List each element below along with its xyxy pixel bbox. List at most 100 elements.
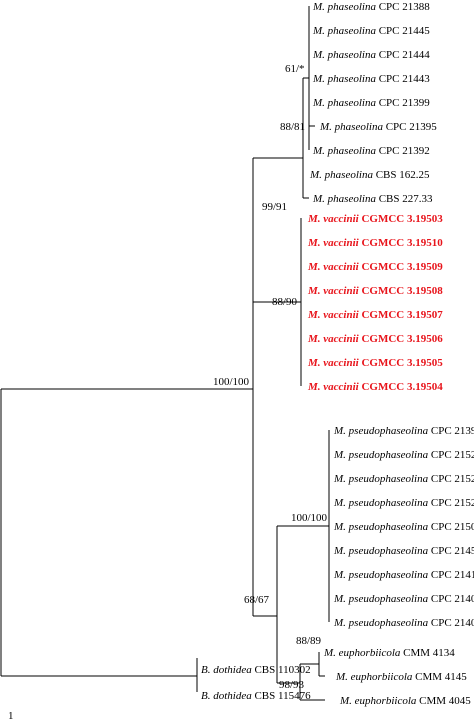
taxon-species: M. pseudophaseolina [333, 425, 429, 437]
taxon-species: M. phaseolina [312, 73, 376, 85]
taxon-strain: CPC 21444 [376, 49, 430, 61]
taxon-species: M. phaseolina [319, 121, 383, 133]
taxon-label-t11: M. vaccinii CGMCC 3.19510 [307, 237, 443, 249]
taxon-label-t22: M. pseudophaseolina CPC 21501 [333, 521, 474, 533]
taxon-label-t7: M. phaseolina CPC 21392 [312, 145, 430, 157]
taxon-label-t21: M. pseudophaseolina CPC 21524 [333, 497, 474, 509]
taxon-strain: CPC 21395 [383, 121, 437, 133]
taxon-strain: CPC 21403 [428, 593, 474, 605]
support-value-s_lower68: 68/67 [244, 594, 270, 606]
taxon-species: B. dothidea [201, 690, 252, 702]
taxon-label-t19: M. pseudophaseolina CPC 21528 [333, 449, 474, 461]
taxon-label-t3: M. phaseolina CPC 21444 [312, 49, 430, 61]
taxon-species: M. euphorbiicola [335, 671, 413, 683]
taxon-label-t18: M. pseudophaseolina CPC 21394 [333, 425, 474, 437]
taxon-label-t16: M. vaccinii CGMCC 3.19505 [307, 357, 443, 369]
taxon-strain: CMM 4134 [400, 647, 455, 659]
taxon-label-t27: M. euphorbiicola CMM 4134 [323, 647, 455, 659]
taxon-label-t8: M. phaseolina CBS 162.25 [309, 169, 430, 181]
taxon-label-t30: B. dothidea CBS 110302 [201, 664, 311, 676]
taxon-label-t20: M. pseudophaseolina CPC 21527 [333, 473, 474, 485]
taxon-strain: CGMCC 3.19509 [359, 261, 444, 273]
taxon-species: M. vaccinii [307, 333, 360, 345]
taxon-species: M. euphorbiicola [339, 695, 417, 707]
taxon-strain: CGMCC 3.19510 [359, 237, 444, 249]
taxon-species: M. pseudophaseolina [333, 569, 429, 581]
tree-branches [0, 6, 330, 701]
taxon-species: M. vaccinii [307, 357, 360, 369]
taxon-species: B. dothidea [201, 664, 252, 676]
taxon-label-t4: M. phaseolina CPC 21443 [312, 73, 430, 85]
taxon-strain: CBS 162.25 [373, 169, 430, 181]
taxon-label-t6: M. phaseolina CPC 21395 [319, 121, 437, 133]
taxon-strain: CPC 21443 [376, 73, 430, 85]
support-value-s_pseudo: 100/100 [291, 512, 328, 524]
taxon-label-t9: M. phaseolina CBS 227.33 [312, 193, 433, 205]
taxon-species: M. pseudophaseolina [333, 593, 429, 605]
taxon-strain: CMM 4045 [416, 695, 471, 707]
taxon-label-t14: M. vaccinii CGMCC 3.19507 [307, 309, 443, 321]
taxon-strain: CGMCC 3.19503 [359, 213, 444, 225]
taxon-species: M. vaccinii [307, 285, 360, 297]
taxon-species: M. vaccinii [307, 261, 360, 273]
taxon-strain: CBS 110302 [252, 664, 311, 676]
taxon-species: M. vaccinii [307, 381, 360, 393]
taxon-species: M. vaccinii [307, 213, 360, 225]
taxon-species: M. phaseolina [312, 193, 376, 205]
taxon-label-t28: M. euphorbiicola CMM 4145 [335, 671, 467, 683]
taxon-strain: CBS 227.33 [376, 193, 433, 205]
taxon-strain: CPC 21445 [376, 25, 430, 37]
taxon-species: M. pseudophaseolina [333, 449, 429, 461]
taxon-label-t31: B. dothidea CBS 115476 [201, 690, 311, 702]
taxon-species: M. vaccinii [307, 237, 360, 249]
taxon-species: M. pseudophaseolina [333, 473, 429, 485]
taxon-label-t17: M. vaccinii CGMCC 3.19504 [307, 381, 443, 393]
taxon-strain: CPC 21524 [428, 497, 474, 509]
support-value-s_euph88: 88/89 [296, 635, 322, 647]
taxon-species: M. pseudophaseolina [333, 617, 429, 629]
scale-label: 1 [8, 710, 14, 722]
taxon-strain: CGMCC 3.19507 [359, 309, 444, 321]
taxon-label-t15: M. vaccinii CGMCC 3.19506 [307, 333, 443, 345]
taxon-species: M. vaccinii [307, 309, 360, 321]
taxon-strain: CPC 21528 [428, 449, 474, 461]
taxon-species: M. pseudophaseolina [333, 545, 429, 557]
taxon-strain: CPC 21459 [428, 545, 474, 557]
taxon-label-t29: M. euphorbiicola CMM 4045 [339, 695, 471, 707]
taxon-strain: CPC 21417 [428, 569, 474, 581]
support-value-s_core99: 99/91 [262, 201, 287, 213]
taxon-species: M. phaseolina [312, 1, 376, 13]
support-value-s_root100: 100/100 [213, 376, 250, 388]
taxon-species: M. phaseolina [309, 169, 373, 181]
taxon-strain: CGMCC 3.19508 [359, 285, 444, 297]
taxon-species: M. phaseolina [312, 49, 376, 61]
taxon-species: M. phaseolina [312, 97, 376, 109]
taxon-strain: CGMCC 3.19505 [359, 357, 444, 369]
support-value-s_phas61: 61/* [285, 63, 305, 75]
taxon-label-t23: M. pseudophaseolina CPC 21459 [333, 545, 474, 557]
taxon-label-t1: M. phaseolina CPC 21388 [312, 1, 430, 13]
taxon-species: M. phaseolina [312, 145, 376, 157]
taxon-strain: CBS 115476 [252, 690, 311, 702]
taxon-label-t10: M. vaccinii CGMCC 3.19503 [307, 213, 443, 225]
support-value-s_phas88: 88/81 [280, 121, 305, 133]
taxon-strain: CPC 21527 [428, 473, 474, 485]
taxon-strain: CPC 21399 [376, 97, 430, 109]
taxon-label-t24: M. pseudophaseolina CPC 21417 [333, 569, 474, 581]
taxon-strain: CMM 4145 [412, 671, 467, 683]
taxon-label-t2: M. phaseolina CPC 21445 [312, 25, 430, 37]
taxon-strain: CPC 21402 [428, 617, 474, 629]
taxon-strain: CGMCC 3.19506 [359, 333, 444, 345]
taxon-species: M. pseudophaseolina [333, 497, 429, 509]
taxon-label-t13: M. vaccinii CGMCC 3.19508 [307, 285, 443, 297]
taxon-label-t12: M. vaccinii CGMCC 3.19509 [307, 261, 443, 273]
taxon-species: M. euphorbiicola [323, 647, 401, 659]
taxon-label-t26: M. pseudophaseolina CPC 21402 [333, 617, 474, 629]
taxon-strain: CPC 21501 [428, 521, 474, 533]
support-value-s_vacc88: 88/90 [272, 296, 298, 308]
taxon-strain: CPC 21394 [428, 425, 474, 437]
taxon-label-t5: M. phaseolina CPC 21399 [312, 97, 430, 109]
support-value-s_euph98: 98/93 [279, 679, 305, 691]
